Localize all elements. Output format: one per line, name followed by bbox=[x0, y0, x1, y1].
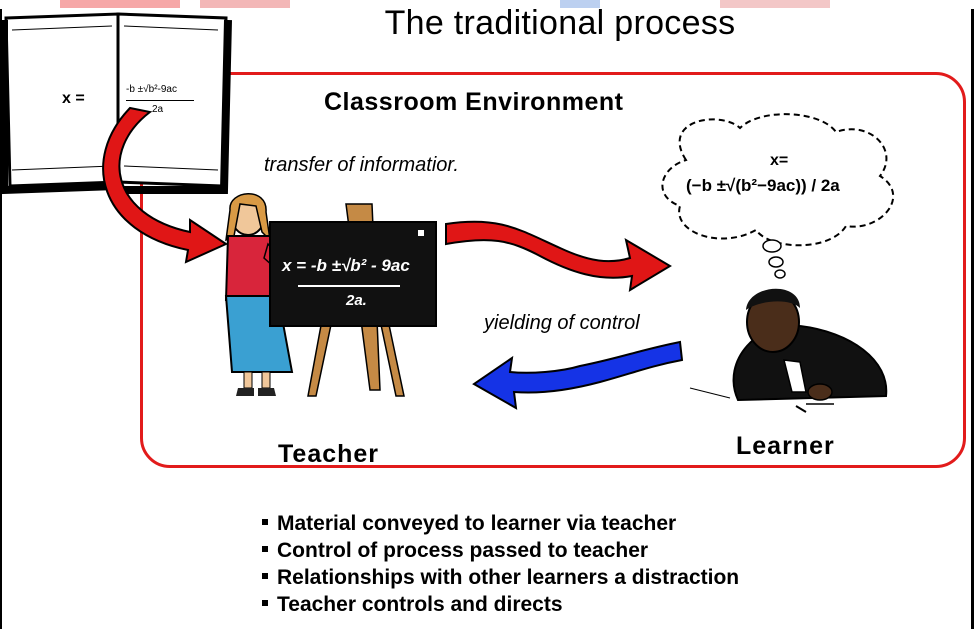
transfer-arrow bbox=[445, 220, 672, 292]
thought-formula-line2: (−b ±√(b²−9ac)) / 2a bbox=[686, 176, 840, 195]
bullet-text: Material conveyed to learner via teacher bbox=[277, 512, 677, 535]
book-formula-top: -b ±√b²-9ac bbox=[126, 84, 177, 95]
bullet-list: Material conveyed to learner via teacher… bbox=[262, 510, 739, 618]
transfer-label: transfer of informatior. bbox=[264, 154, 459, 176]
thought-bubble bbox=[661, 113, 895, 279]
bullet-dot bbox=[262, 519, 268, 526]
left-frame-line bbox=[0, 0, 2, 629]
bullet-dot bbox=[262, 546, 268, 553]
bullet-text: Teacher controls and directs bbox=[277, 593, 563, 616]
environment-label: Classroom Environment bbox=[324, 88, 624, 116]
learner-figure bbox=[689, 288, 888, 413]
thought-formula-line1: x= bbox=[770, 152, 789, 169]
top-decor-strip bbox=[0, 0, 974, 9]
right-frame-line bbox=[971, 0, 974, 629]
bullet-item: Relationships with other learners a dist… bbox=[262, 564, 739, 591]
bullet-dot bbox=[262, 573, 268, 580]
book-formula-divider bbox=[126, 100, 194, 101]
book-formula-bottom: 2a bbox=[152, 104, 164, 115]
learner-label: Learner bbox=[736, 432, 835, 460]
bullet-item: Material conveyed to learner via teacher bbox=[262, 510, 739, 537]
easel-blackboard bbox=[269, 203, 437, 397]
bullet-text: Control of process passed to teacher bbox=[277, 539, 649, 562]
control-arrow bbox=[472, 340, 684, 410]
teacher-label: Teacher bbox=[278, 440, 380, 468]
classroom-environment-box bbox=[140, 72, 966, 468]
bullet-dot bbox=[262, 600, 268, 607]
page-title: The traditional process bbox=[384, 4, 736, 42]
bullet-item: Teacher controls and directs bbox=[262, 591, 739, 618]
book-equation-lhs: x = bbox=[62, 90, 85, 107]
bullet-item: Control of process passed to teacher bbox=[262, 537, 739, 564]
control-label: yielding of control bbox=[484, 312, 640, 334]
book-to-teacher-arrow bbox=[102, 106, 229, 264]
bullet-text: Relationships with other learners a dist… bbox=[277, 566, 740, 589]
board-equation-top: x = -b ±√b² - 9ac bbox=[282, 256, 410, 275]
board-equation-bottom: 2a. bbox=[346, 292, 367, 309]
